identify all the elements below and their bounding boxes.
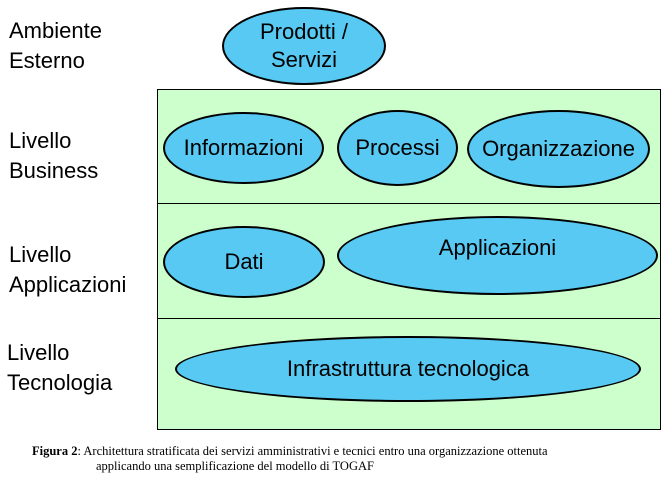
layer-label-line: Business <box>9 158 99 183</box>
node-organizzazione: Organizzazione <box>467 110 650 188</box>
node-infrastruttura-tecnologica: Infrastruttura tecnologica <box>175 336 641 402</box>
node-prodotti-servizi: Prodotti / Servizi <box>222 7 386 85</box>
caption-line2: applicando una semplificazione del model… <box>96 459 374 473</box>
layer-label-ambiente-esterno: Ambiente Esterno <box>9 16 102 76</box>
node-label: Informazioni <box>183 135 304 160</box>
caption-line1: Architettura stratificata dei servizi am… <box>80 444 548 458</box>
layer-label-livello-applicazioni: Livello Applicazioni <box>9 240 126 300</box>
layer-label-line: Livello <box>9 128 72 153</box>
layer-label-line: Applicazioni <box>9 272 127 297</box>
layer-label-line: Ambiente <box>9 18 102 43</box>
layer-label-livello-business: Livello Business <box>9 126 98 186</box>
layer-label-livello-tecnologia: Livello Tecnologia <box>7 338 112 398</box>
layer-label-line: Esterno <box>9 48 85 73</box>
node-informazioni: Informazioni <box>163 112 324 184</box>
node-label: Dati <box>224 249 264 274</box>
node-label: Applicazioni <box>438 234 557 260</box>
caption-label: Figura 2 <box>32 444 78 458</box>
layer-label-line: Livello <box>7 340 70 365</box>
node-label: Infrastruttura tecnologica <box>286 356 530 381</box>
node-label: Processi <box>355 135 440 160</box>
layer-label-line: Tecnologia <box>7 370 113 395</box>
node-label: Organizzazione <box>482 136 635 161</box>
node-applicazioni: Applicazioni <box>337 216 658 295</box>
node-processi: Processi <box>337 110 458 186</box>
node-label-line: Prodotti / <box>259 19 349 44</box>
layer-label-line: Livello <box>9 242 72 267</box>
node-label-line: Servizi <box>270 47 337 72</box>
figure-caption: Figura 2: Architettura stratificata dei … <box>32 444 660 474</box>
caption-separator: : <box>77 444 81 458</box>
node-dati: Dati <box>163 226 325 298</box>
